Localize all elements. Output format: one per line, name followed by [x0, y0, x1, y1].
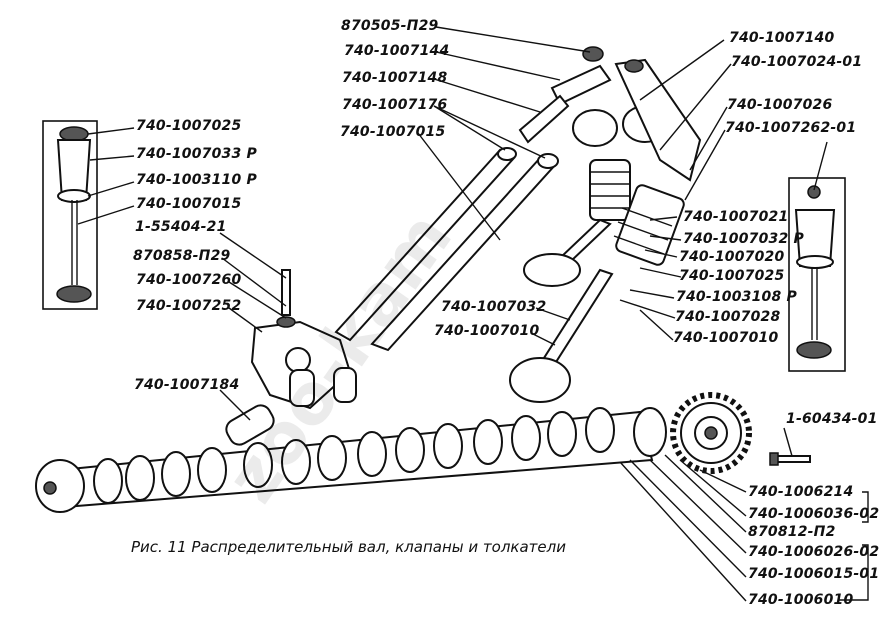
part-label-740-1006010: 740-1006010 [748, 592, 854, 608]
part-label-740-1006026-02: 740-1006026-02 [748, 544, 880, 560]
valve-spring-1 [523, 159, 631, 287]
part-label-740-1006015-01: 740-1006015-01 [748, 566, 880, 582]
part-label-740-1007025-left: 740-1007025 [136, 118, 242, 134]
part-label-1-55404-21: 1-55404-21 [135, 219, 227, 235]
part-label-740-1007010-right: 740-1007010 [673, 330, 779, 346]
part-label-740-1007260: 740-1007260 [136, 272, 242, 288]
push-rods [334, 147, 559, 352]
part-label-740-1007148: 740-1007148 [342, 70, 448, 86]
part-label-740-1007015-top: 740-1007015 [340, 124, 446, 140]
part-label-870505-p29: 870505-П29 [341, 18, 439, 34]
leader-lines [77, 26, 869, 602]
part-label-740-1007176: 740-1007176 [342, 97, 448, 113]
part-label-1-60434-01: 1-60434-01 [786, 411, 878, 427]
camshaft-gear [670, 392, 752, 474]
part-label-740-1007024-01: 740-1007024-01 [731, 54, 863, 70]
part-label-740-1007028: 740-1007028 [675, 309, 781, 325]
part-label-740-1007140: 740-1007140 [729, 30, 835, 46]
part-label-740-1007025-right: 740-1007025 [679, 268, 785, 284]
part-label-740-1007026: 740-1007026 [727, 97, 833, 113]
part-label-740-1007010-center: 740-1007010 [434, 323, 540, 339]
left-inset-valve [56, 126, 92, 303]
valve-spring-2 [509, 184, 685, 403]
cam-lobes [93, 407, 615, 504]
part-label-740-1007015-left: 740-1007015 [136, 196, 242, 212]
part-label-740-1007033p: 740-1007033 Р [136, 146, 257, 162]
figure-caption: Рис. 11 Распределительный вал, клапаны и… [131, 538, 566, 556]
part-label-740-1007252: 740-1007252 [136, 298, 242, 314]
part-label-740-1006214: 740-1006214 [748, 484, 854, 500]
camshaft [35, 407, 667, 513]
part-label-740-1006036-02: 740-1006036-02 [748, 506, 880, 522]
part-label-740-1003110p: 740-1003110 Р [136, 172, 257, 188]
part-label-740-1007032: 740-1007032 [441, 299, 547, 315]
rocker-assembly [518, 46, 702, 182]
left-inset-frame [42, 120, 98, 310]
part-label-740-1007262-01: 740-1007262-01 [725, 120, 857, 136]
gear-bolt [769, 452, 811, 466]
part-label-870812-p2: 870812-П2 [748, 524, 836, 540]
part-label-740-1007020: 740-1007020 [679, 249, 785, 265]
tappet-bracket [225, 269, 357, 446]
part-label-740-1007184: 740-1007184 [134, 377, 240, 393]
part-label-740-1007032p: 740-1007032 Р [683, 231, 804, 247]
part-label-740-1007021: 740-1007021 [683, 209, 789, 225]
right-inset-valve [794, 185, 836, 359]
part-label-740-1007144: 740-1007144 [344, 43, 450, 59]
part-label-740-1003108p: 740-1003108 Р [676, 289, 797, 305]
part-label-870858-p29: 870858-П29 [133, 248, 231, 264]
